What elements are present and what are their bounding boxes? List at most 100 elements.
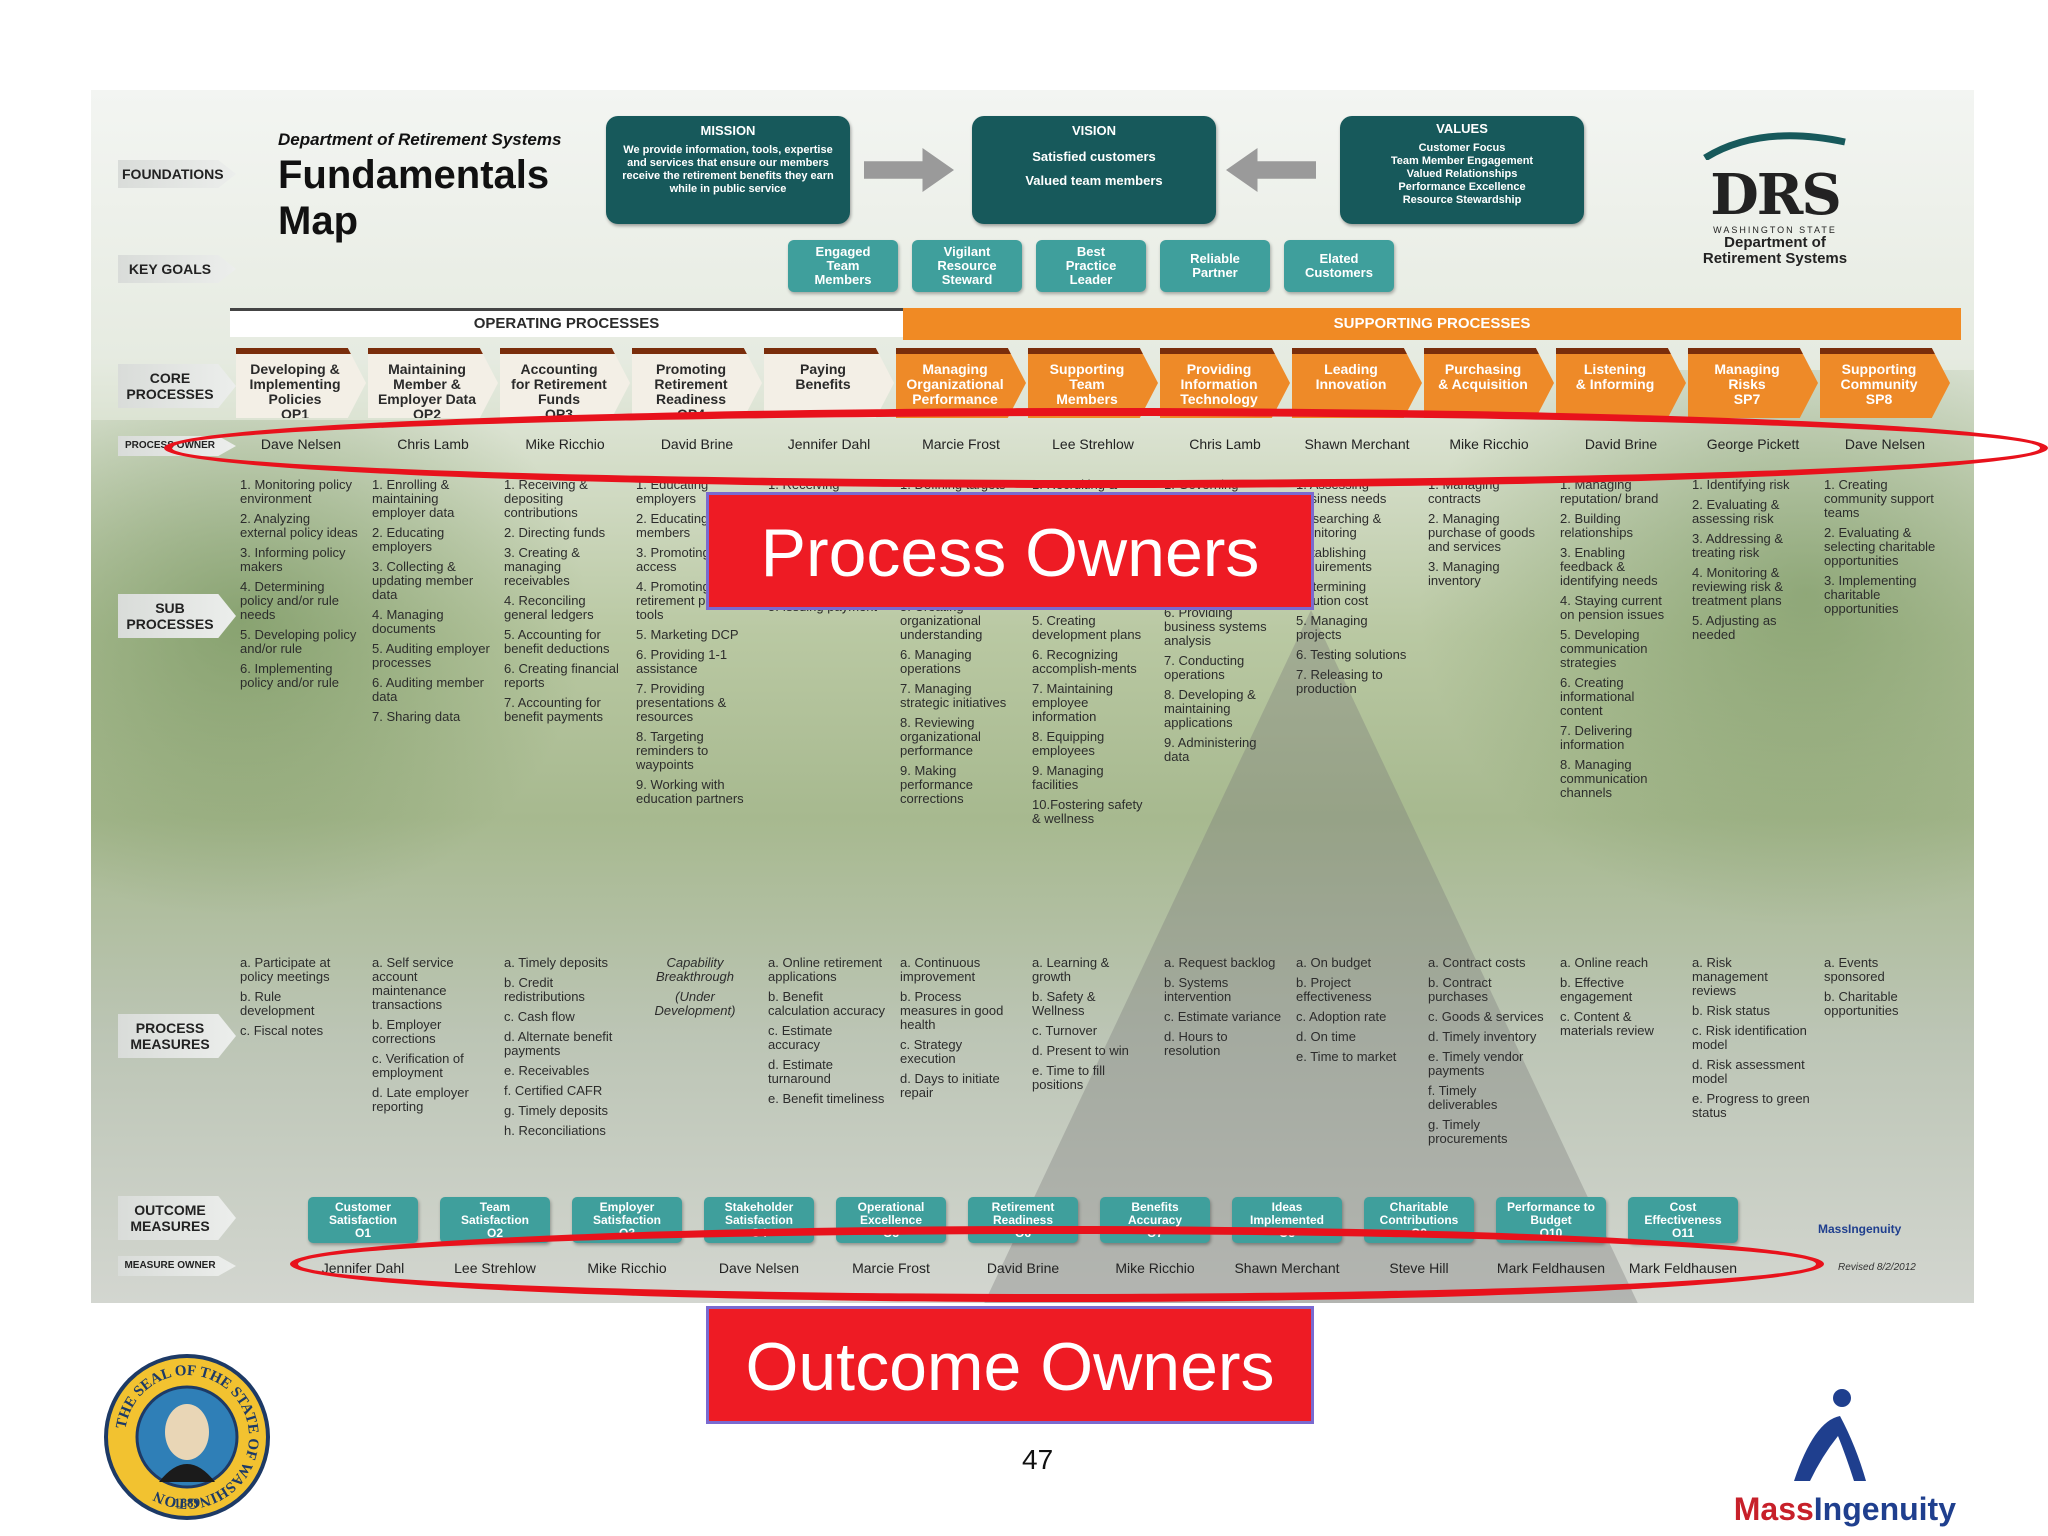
sub-process-item: 4. Staying current on pension issues xyxy=(1560,593,1665,622)
seal-year: 1889 xyxy=(174,1495,201,1510)
process-measure-item: d. On time xyxy=(1296,1029,1356,1044)
massingenuity-figure-icon xyxy=(1794,1389,1866,1481)
goal-reliable-partner: Reliable Partner xyxy=(1160,240,1270,292)
row-label-foundations: FOUNDATIONS xyxy=(118,160,236,188)
process-measure-item: (Under Development) xyxy=(654,989,736,1018)
core-process-sp6: Listening & Informing xyxy=(1556,348,1686,418)
process-measure-item: a. Online retirement applications xyxy=(768,955,883,984)
core-process-sp8: Supporting Community SP8 xyxy=(1820,348,1950,418)
values-item: Performance Excellence xyxy=(1398,181,1526,193)
process-measure-item: a. Events sponsored xyxy=(1824,955,1885,984)
drs-logo-name2: Retirement Systems xyxy=(1702,250,1848,267)
drs-swoosh-icon xyxy=(1703,132,1846,161)
sub-process-item: 1. Enrolling & maintaining employer data xyxy=(372,477,455,520)
values-item: Valued Relationships xyxy=(1406,168,1518,180)
process-measure-item: g. Timely deposits xyxy=(504,1103,609,1118)
outcome-measure-box: Cost Effectiveness O11 xyxy=(1628,1197,1738,1243)
washington-seal-icon: THE SEAL OF THE STATE OF WASHINGTON 1889 xyxy=(104,1354,270,1525)
process-measure-item: h. Reconciliations xyxy=(504,1123,606,1138)
sub-process-item: 5. Adjusting as needed xyxy=(1692,613,1777,642)
process-measure-item: a. On budget xyxy=(1296,955,1372,970)
sub-process-item: 2. Managing purchase of goods and servic… xyxy=(1428,511,1535,554)
sub-process-item: 1. Creating community support teams xyxy=(1824,477,1934,520)
sub-process-item: 2. Analyzing external policy ideas xyxy=(240,511,358,540)
process-measure-item: c. Strategy execution xyxy=(900,1037,963,1066)
sub-process-item: 2. Evaluating & assessing risk xyxy=(1692,497,1780,526)
process-measure-item: b. Charitable opportunities xyxy=(1824,989,1899,1018)
sub-process-item: 2. Building relationships xyxy=(1560,511,1633,540)
process-measure-item: c. Fiscal notes xyxy=(240,1023,324,1038)
core-process-op2: Maintaining Member & Employer Data OP2 xyxy=(368,348,498,418)
process-measure-item: e. Benefit timeliness xyxy=(768,1091,885,1106)
sub-process-list: 1. Enrolling & maintaining employer data… xyxy=(372,478,490,730)
goal-engaged-team-members: Engaged Team Members xyxy=(788,240,898,292)
process-measure-item: a. Request backlog xyxy=(1164,955,1276,970)
sub-process-item: 8. Equipping employees xyxy=(1032,729,1105,758)
process-measure-item: Capability Breakthrough xyxy=(655,955,735,984)
sub-process-item: 6. Creating financial reports xyxy=(504,661,619,690)
sub-process-item: 5. Managing projects xyxy=(1296,613,1368,642)
row-label-core-processes: CORE PROCESSES xyxy=(118,364,236,408)
sub-process-item: 6. Providing 1-1 assistance xyxy=(636,647,728,676)
process-measure-item: a. Online reach xyxy=(1560,955,1649,970)
mission-heading: MISSION xyxy=(700,123,756,138)
process-measure-item: c. Goods & services xyxy=(1428,1009,1544,1024)
sub-process-item: 4. Determining policy and/or rule needs xyxy=(240,579,339,622)
core-process-op5: Paying Benefits xyxy=(764,348,894,418)
sub-process-item: 1. Monitoring policy environment xyxy=(240,477,352,506)
process-measure-item: e. Timely vendor payments xyxy=(1428,1049,1524,1078)
process-measure-item: e. Time to market xyxy=(1296,1049,1397,1064)
process-measure-item: d. Present to win xyxy=(1032,1043,1129,1058)
process-measure-item: b. Risk status xyxy=(1692,1003,1771,1018)
values-item: Customer Focus xyxy=(1418,142,1506,154)
sub-process-item: 5. Creating development plans xyxy=(1032,613,1142,642)
outcome-owners-ellipse xyxy=(290,1226,1824,1302)
row-label-measure-owner: MEASURE OWNER xyxy=(118,1256,236,1276)
map-subtitle: Department of Retirement Systems xyxy=(278,130,562,149)
sub-process-item: 6. Recognizing accomplish-ments xyxy=(1032,647,1137,676)
sub-process-item: 6. Creating informational content xyxy=(1560,675,1635,718)
vision-line2: Valued team members xyxy=(1025,173,1163,188)
vision-heading: VISION xyxy=(1071,123,1117,138)
process-measure-list: a. Risk management reviews b. Risk status… xyxy=(1692,956,1810,1126)
sub-process-item: 9. Managing facilities xyxy=(1032,763,1104,792)
core-process-sp2: Supporting Team Members xyxy=(1028,348,1158,418)
sub-process-item: 6. Managing operations xyxy=(900,647,972,676)
core-process-op4: Promoting Retirement Readiness OP4 xyxy=(632,348,762,418)
sub-process-item: 1. Identifying risk xyxy=(1692,477,1790,492)
sub-process-item: 9. Administering data xyxy=(1164,735,1257,764)
massingenuity-wordmark: MassIngenuity xyxy=(1676,1491,1956,1528)
sub-process-item: 5. Developing policy and/or rule xyxy=(240,627,357,656)
sub-process-list: 1. Monitoring policy environment 2. Analy… xyxy=(240,478,358,696)
process-measure-item: f. Certified CAFR xyxy=(504,1083,603,1098)
goal-vigilant-resource-steward: Vigilant Resource Steward xyxy=(912,240,1022,292)
supporting-processes-band: SUPPORTING PROCESSES xyxy=(903,308,1961,340)
process-measure-item: c. Estimate variance xyxy=(1164,1009,1282,1024)
process-measure-item: d. Alternate benefit payments xyxy=(504,1029,613,1058)
sub-process-item: 7. Providing presentations & resources xyxy=(636,681,727,724)
sub-process-item: 7. Releasing to production xyxy=(1296,667,1383,696)
process-owners-ellipse xyxy=(164,408,2048,488)
process-measure-item: a. Participate at policy meetings xyxy=(240,955,331,984)
map-title: Fundamentals Map xyxy=(278,152,549,244)
process-measure-item: a. Risk management reviews xyxy=(1692,955,1768,998)
sub-process-item: 6. Auditing member data xyxy=(372,675,485,704)
core-process-sp5: Purchasing & Acquisition xyxy=(1424,348,1554,418)
process-measure-item: b. Effective engagement xyxy=(1560,975,1633,1004)
process-measure-item: d. Timely inventory xyxy=(1428,1029,1537,1044)
process-measure-item: c. Cash flow xyxy=(504,1009,575,1024)
row-label-outcome-measures: OUTCOME MEASURES xyxy=(118,1196,236,1240)
sub-process-item: 4. Monitoring & reviewing risk & treatme… xyxy=(1692,565,1784,608)
process-measure-item: b. Safety & Wellness xyxy=(1032,989,1096,1018)
mission-text: We provide information, tools, expertise… xyxy=(622,144,834,195)
sub-process-item: 8. Reviewing organizational performance xyxy=(900,715,981,758)
sub-process-item: 6. Testing solutions xyxy=(1296,647,1407,662)
sub-process-item: 3. Creating & managing receivables xyxy=(504,545,580,588)
sub-process-item: 6. Providing business systems analysis xyxy=(1164,605,1267,648)
